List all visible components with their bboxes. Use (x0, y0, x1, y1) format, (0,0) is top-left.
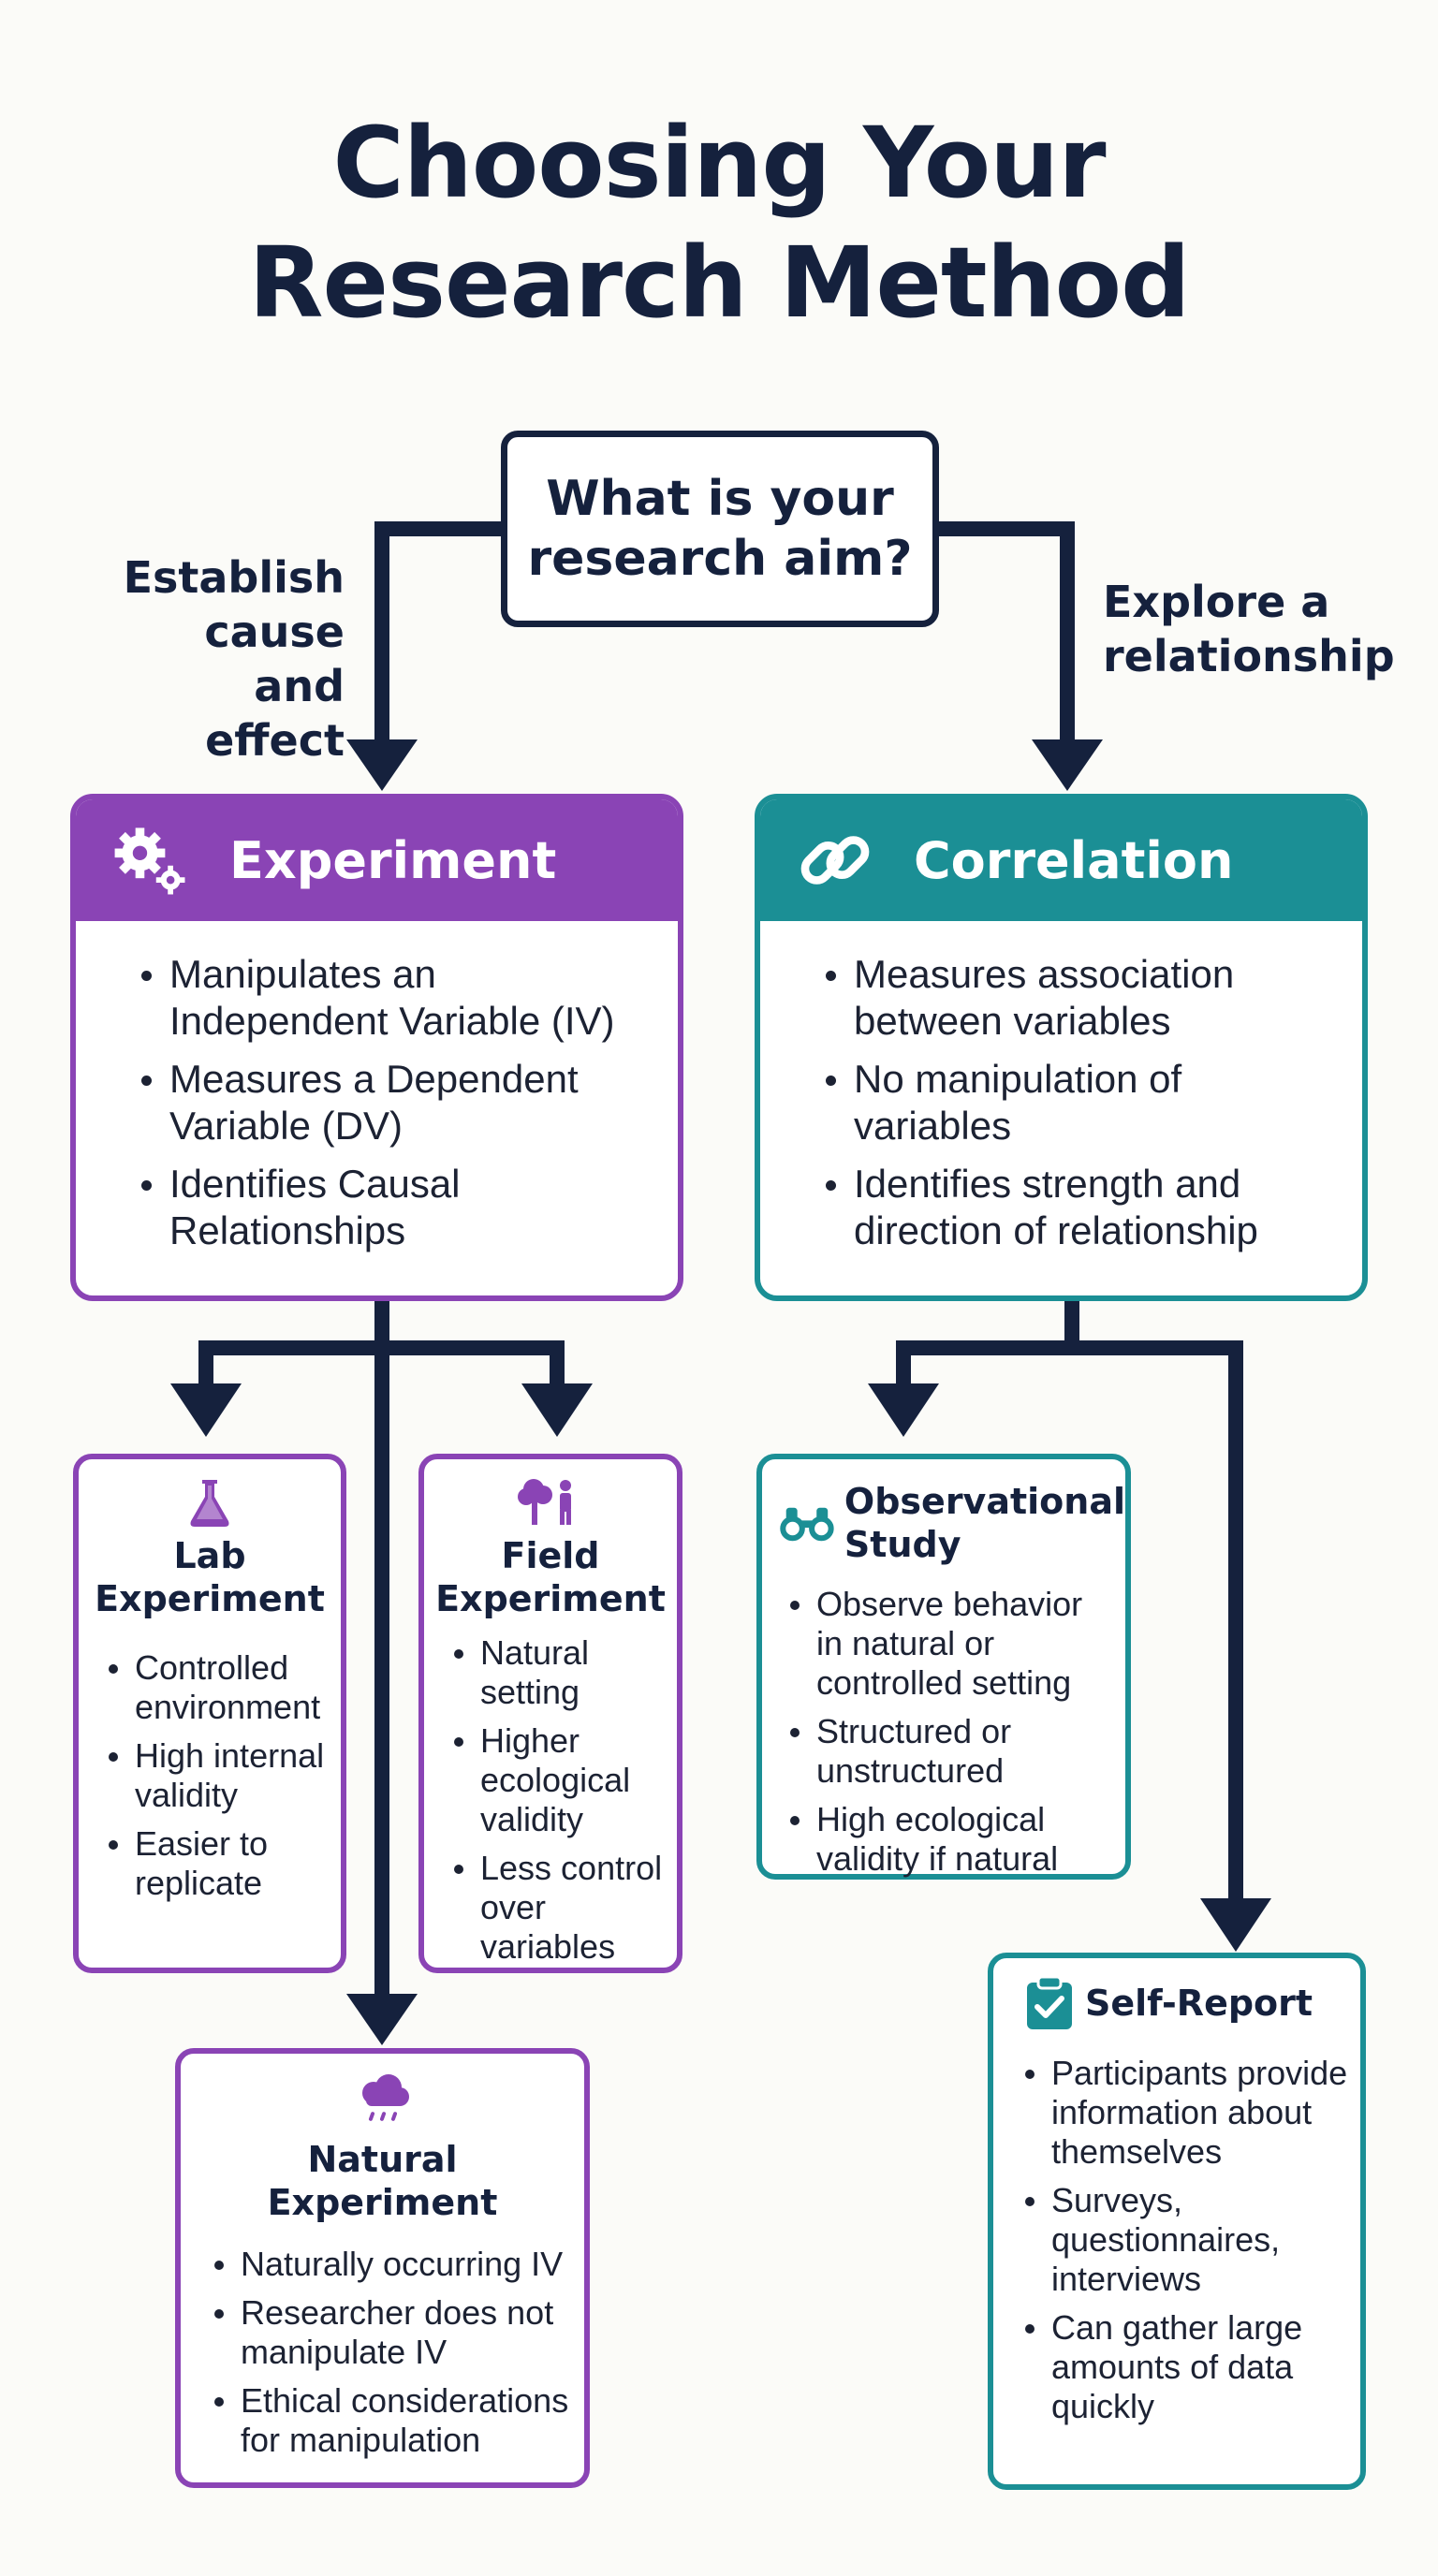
list-item: Identifies strength and direction of rel… (826, 1161, 1325, 1254)
experiment-title: Experiment (229, 830, 557, 890)
observational-bullets: Observe behavior in natural or controlle… (762, 1566, 1125, 1879)
self-report-header: Self-Report (993, 1958, 1360, 2031)
list-item: Observe behavior in natural or controlle… (790, 1585, 1116, 1703)
list-item: Higher ecological validity (454, 1721, 668, 1839)
correlation-title: Correlation (914, 830, 1234, 890)
list-item: Surveys, questionnaires, interviews (1025, 2181, 1351, 2299)
arrowhead-lab (170, 1383, 242, 1437)
list-item: Researcher does not manipulate IV (214, 2293, 575, 2372)
experiment-bullets: Manipulates an Independent Variable (IV)… (76, 921, 678, 1254)
list-item: Can gather large amounts of data quickly (1025, 2308, 1351, 2426)
list-item: No manipulation of variables (826, 1056, 1325, 1149)
branch-left-line-2: cause and (204, 607, 345, 711)
list-item: High ecological validity if natural (790, 1800, 1116, 1879)
list-item: High internal validity (109, 1736, 331, 1815)
self-report-title: Self-Report (1085, 1983, 1313, 2024)
list-item: Controlled environment (109, 1648, 331, 1727)
arrowhead-observational (868, 1383, 939, 1437)
link-icon (800, 836, 870, 885)
list-item: Identifies Causal Relationships (141, 1161, 640, 1254)
tree-person-icon (518, 1479, 571, 1525)
title-line-1: Choosing Your (332, 106, 1106, 220)
correlation-card: Correlation Measures association between… (755, 794, 1368, 1301)
observational-title-line-1: Observational (844, 1481, 1125, 1522)
branch-label-right: Explore a relationship (1103, 575, 1395, 683)
observational-study-card: Observational Study Observe behavior in … (756, 1454, 1131, 1880)
list-item: Measures a Dependent Variable (DV) (141, 1056, 640, 1149)
lab-experiment-card: Lab Experiment Controlled environment Hi… (73, 1454, 346, 1973)
branch-right-line-2: relationship (1103, 631, 1395, 681)
binoculars-icon (780, 1507, 834, 1542)
field-title-line-1: Field (501, 1535, 600, 1576)
question-line-2: research aim? (527, 531, 913, 587)
arrowhead-natural (346, 1994, 418, 2045)
branch-right-line-1: Explore a (1103, 577, 1330, 627)
list-item: Ethical considerations for manipulation (214, 2381, 575, 2460)
title-line-2: Research Method (248, 226, 1190, 340)
branch-left-line-3: effect (205, 715, 345, 766)
list-item: Less control over variables (454, 1849, 668, 1967)
field-title-line-2: Experiment (435, 1578, 666, 1619)
research-aim-question: What is your research aim? (501, 431, 939, 627)
branch-left-line-1: Establish (123, 552, 345, 603)
natural-experiment-card: Natural Experiment Naturally occurring I… (175, 2048, 590, 2488)
connector-correlation-branch (896, 1340, 1243, 1900)
field-experiment-title: Field Experiment (424, 1534, 677, 1620)
arrowhead-field (521, 1383, 593, 1437)
list-item: Manipulates an Independent Variable (IV) (141, 951, 640, 1045)
observational-title: Observational Study (844, 1480, 1125, 1566)
lab-experiment-bullets: Controlled environment High internal val… (79, 1620, 341, 1903)
connector-experiment-branch (198, 1340, 565, 1385)
page-title: Choosing Your Research Method (0, 103, 1438, 343)
connector-question-correlation (939, 521, 1075, 739)
list-item: Easier to replicate (109, 1824, 331, 1903)
natural-title-line-2: Experiment (267, 2182, 498, 2223)
experiment-header: Experiment (76, 799, 678, 921)
natural-experiment-bullets: Naturally occurring IV Researcher does n… (181, 2224, 584, 2460)
lab-experiment-title: Lab Experiment (79, 1534, 341, 1620)
list-item: Natural setting (454, 1633, 668, 1712)
natural-title-line-1: Natural (307, 2139, 458, 2180)
list-item: Structured or unstructured (790, 1712, 1116, 1791)
self-report-card: Self-Report Participants provide informa… (988, 1953, 1366, 2490)
natural-experiment-title: Natural Experiment (181, 2138, 584, 2224)
list-item: Measures association between variables (826, 951, 1325, 1045)
arrowhead-selfreport (1200, 1898, 1271, 1952)
arrowhead-correlation (1032, 739, 1103, 791)
correlation-bullets: Measures association between variables N… (760, 921, 1362, 1254)
lab-title-line-1: Lab (173, 1535, 246, 1576)
question-line-1: What is your (546, 471, 894, 527)
field-experiment-bullets: Natural setting Higher ecological validi… (424, 1620, 677, 1967)
correlation-header: Correlation (760, 799, 1362, 921)
gears-icon (114, 827, 185, 895)
flask-icon (190, 1480, 229, 1527)
list-item: Naturally occurring IV (214, 2245, 575, 2284)
self-report-bullets: Participants provide information about t… (993, 2031, 1360, 2426)
clipboard-check-icon (1027, 1975, 1072, 2029)
lab-title-line-2: Experiment (95, 1578, 325, 1619)
field-experiment-card: Field Experiment Natural setting Higher … (418, 1454, 682, 1973)
branch-label-left: Establish cause and effect (112, 550, 345, 768)
arrowhead-experiment (346, 739, 418, 791)
connector-question-experiment (374, 521, 501, 739)
observational-title-line-2: Study (844, 1524, 961, 1565)
experiment-card: Experiment Manipulates an Independent Va… (70, 794, 683, 1301)
list-item: Participants provide information about t… (1025, 2054, 1351, 2172)
observational-header: Observational Study (762, 1459, 1125, 1566)
rain-cloud-icon (361, 2074, 409, 2121)
